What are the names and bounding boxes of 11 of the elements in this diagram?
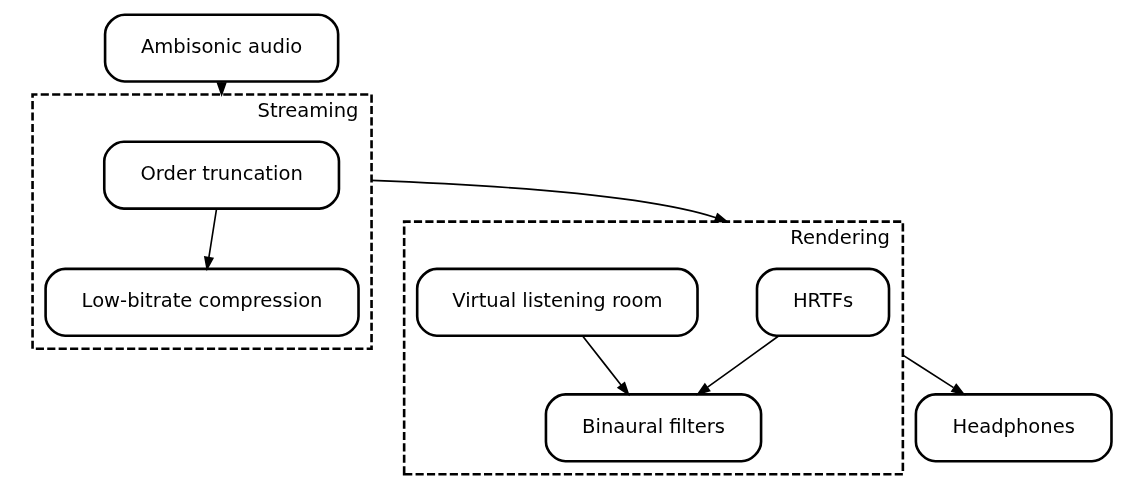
node-box: Headphones xyxy=(914,393,1113,463)
arrow xyxy=(695,334,780,396)
arrow xyxy=(370,179,729,223)
node-box: Binaural filters xyxy=(544,393,762,463)
arrow xyxy=(203,207,217,272)
node-box: Low-bitrate compression xyxy=(43,267,360,338)
node-box: Virtual listening room xyxy=(415,267,699,338)
arrow xyxy=(581,335,630,397)
node-box: HRTFs xyxy=(755,267,890,338)
node-box: Order truncation xyxy=(102,140,340,210)
arrow xyxy=(901,354,966,396)
